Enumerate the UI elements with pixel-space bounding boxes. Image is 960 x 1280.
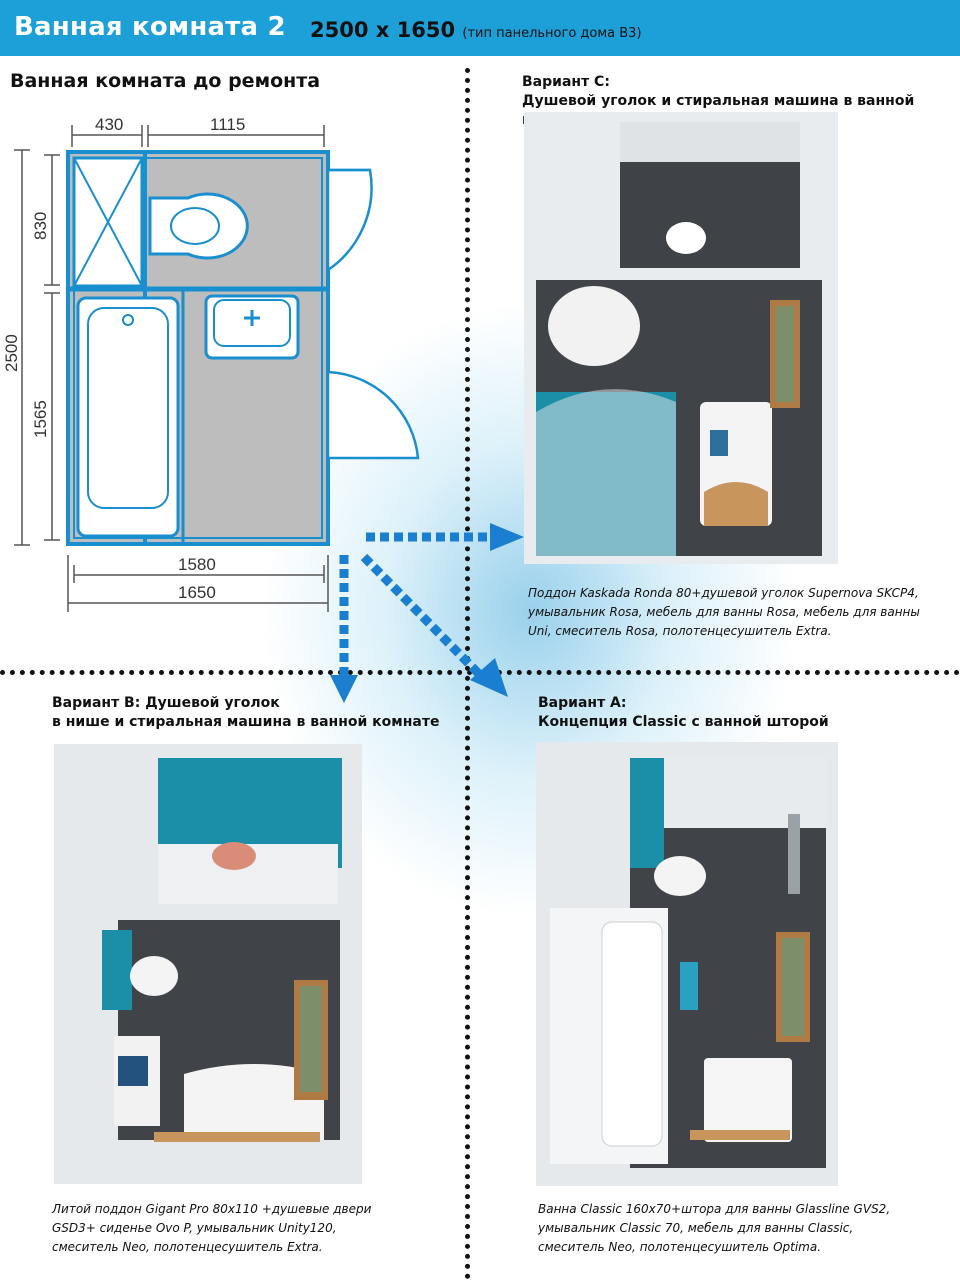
variant-c-render — [524, 112, 838, 564]
variant-c-heading: Вариант С: — [522, 74, 610, 90]
variant-a-caption-line: умывальник Classic 70, мебель для ванны … — [538, 1221, 854, 1235]
dim-bottom-outer: 1650 — [178, 583, 216, 602]
header-bar: Ванная комната 2 2500 x 1650 (тип панель… — [0, 0, 960, 56]
variant-b-caption: Литой поддон Gigant Pro 80x110 +душевые … — [52, 1200, 371, 1257]
floor-plan: 430 1115 2500 830 1565 1580 1650 — [2, 115, 420, 612]
variant-a-render — [536, 742, 838, 1186]
variant-b-caption-line: GSD3+ сиденье Ovo P, умывальник Unity120… — [52, 1221, 337, 1235]
before-title: Ванная комната до ремонта — [10, 70, 321, 92]
dim-bottom-inner: 1580 — [178, 555, 216, 574]
arrow-diagonal-icon — [470, 658, 508, 697]
dim-left-total: 2500 — [2, 334, 21, 372]
variant-b-caption-line: Литой поддон Gigant Pro 80x110 +душевые … — [52, 1202, 372, 1216]
variant-c-caption-line: Поддон Kaskada Ronda 80+душевой уголок S… — [528, 586, 919, 600]
variant-b-heading: Вариант В: Душевой уголок — [52, 695, 280, 711]
variant-c-caption-line: Uni, смеситель Rosa, полотенцесушитель E… — [528, 624, 832, 638]
arrow-down-icon — [330, 675, 358, 703]
arrows — [330, 523, 524, 703]
page-title: Ванная комната 2 — [14, 12, 286, 42]
variant-a-caption-line: Ванна Classic 160x70+штора для ванны Gla… — [538, 1202, 891, 1216]
variant-a-title: Вариант А: Концепция Classic с ванной шт… — [538, 694, 829, 732]
variant-b-subheading: в нише и стиральная машина в ванной комн… — [52, 714, 440, 730]
dim-top-left: 430 — [95, 115, 123, 134]
variant-a-caption-line: смеситель Neo, полотенцесушитель Optima. — [538, 1240, 822, 1254]
variant-b-render — [54, 744, 362, 1184]
variant-b-caption-line: смеситель Neo, полотенцесушитель Extra. — [52, 1240, 323, 1254]
arrow-right-icon — [490, 523, 524, 551]
dim-left-lower: 1565 — [31, 400, 50, 438]
room-dimensions-value: 2500 x 1650 — [310, 18, 456, 42]
variant-a-subheading: Концепция Classic с ванной шторой — [538, 714, 829, 730]
dim-top-right: 1115 — [210, 115, 245, 134]
variant-a-heading: Вариант А: — [538, 695, 627, 711]
room-dimensions: 2500 x 1650 (тип панельного дома В3) — [310, 18, 642, 42]
variant-a-caption: Ванна Classic 160x70+штора для ванны Gla… — [538, 1200, 890, 1257]
building-type-note: (тип панельного дома В3) — [462, 26, 642, 41]
variant-c-caption-line: умывальник Rosa, мебель для ванны Rosa, … — [528, 605, 920, 619]
variant-c-caption: Поддон Kaskada Ronda 80+душевой уголок S… — [528, 584, 920, 641]
variant-b-title: Вариант В: Душевой уголок в нише и стира… — [52, 694, 439, 732]
dim-left-upper: 830 — [31, 212, 50, 240]
